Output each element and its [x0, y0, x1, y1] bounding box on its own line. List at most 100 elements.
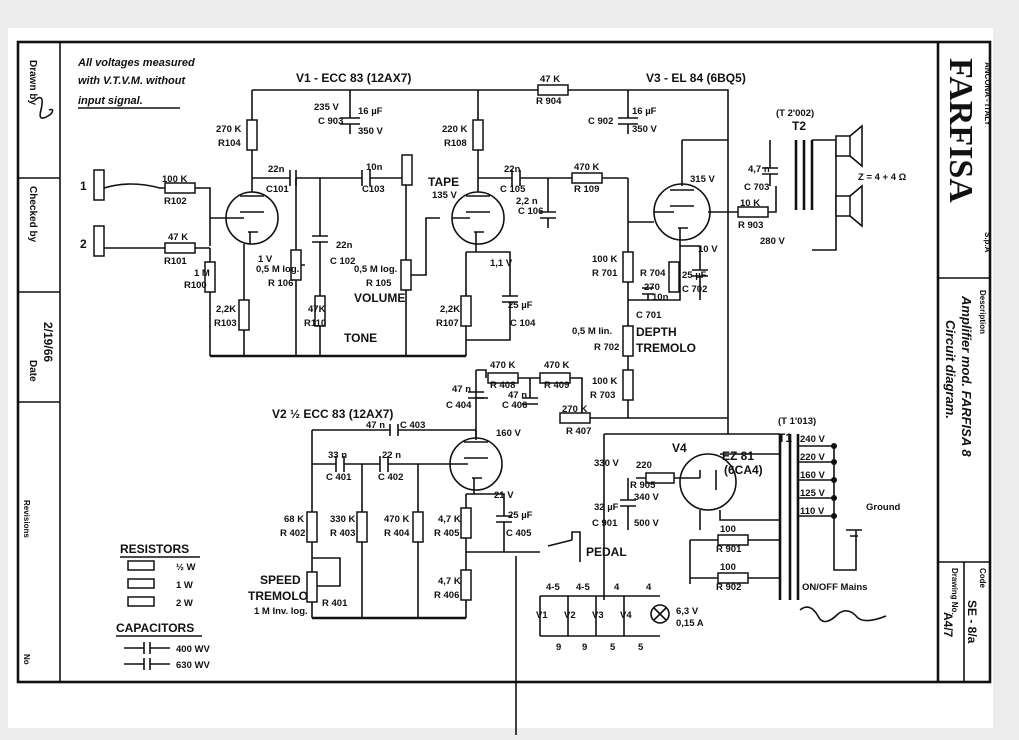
jack-input-2 — [93, 225, 105, 257]
label-r703-value: 100 K — [592, 376, 617, 387]
label-c902-rating: 350 V — [632, 124, 657, 135]
label-r703-ref: R 703 — [590, 390, 615, 401]
company-city: ANCONA - ITALY — [983, 62, 992, 126]
label-c703-value: 4,7 n — [748, 164, 770, 175]
label-c406-value: 47 n — [508, 390, 527, 401]
label-r101-ref: R101 — [164, 256, 187, 267]
label-t1: T1 — [778, 431, 792, 445]
legend-resistor-1-watt — [127, 578, 155, 589]
label-v2-cathode-volts: 21 V — [494, 490, 514, 501]
label-r903-volts: 280 V — [760, 236, 785, 247]
label-on-off-mains: ON/OFF Mains — [802, 582, 867, 593]
resistor-r100 — [204, 261, 216, 293]
label-c105-ref: C 105 — [500, 184, 526, 195]
resistor-r905 — [645, 472, 675, 484]
resistor-r107 — [460, 295, 472, 327]
label-c103-ref: C103 — [362, 184, 385, 195]
v2-title: V2 ½ ECC 83 (12AX7) — [272, 407, 393, 421]
label-r902-ref: R 902 — [716, 582, 741, 593]
label-c903-volts: 235 V — [314, 102, 339, 113]
label-r407-value: 270 K — [562, 404, 587, 415]
label-r100-value: 1 M — [194, 268, 210, 279]
label-r109-ref: R 109 — [574, 184, 599, 195]
label-tape: TAPE — [428, 175, 459, 189]
label-r405-value: 4,7 K — [438, 514, 461, 525]
label-c105-value: 22n — [504, 164, 521, 175]
transformer-t2 — [794, 140, 814, 210]
drawing-no: A4/7 — [941, 612, 955, 638]
description-line1: Amplifier mod. FARFISA 8 — [959, 295, 974, 457]
pilot-lamp — [650, 604, 670, 624]
resistor-r902 — [717, 572, 749, 584]
resistor-r103 — [238, 299, 250, 331]
label-c901-ref: C 901 — [592, 518, 618, 529]
note-line-3: input signal. — [78, 95, 143, 107]
tube-v4 — [679, 453, 737, 511]
label-tremolo-speed: TREMOLO — [248, 589, 308, 603]
v3-title: V3 - EL 84 (6BQ5) — [646, 71, 746, 85]
label-t2-part: (T 2'002) — [776, 108, 814, 119]
label-tone: TONE — [344, 331, 377, 345]
capacitor-c105 — [511, 170, 521, 186]
resistor-r402 — [306, 511, 318, 543]
label-r108-value: 220 K — [442, 124, 467, 135]
label-ez81: EZ 81 — [722, 449, 754, 463]
label-r903-ref: R 903 — [738, 220, 763, 231]
resistor-r408 — [487, 372, 519, 384]
resistor-r904 — [537, 84, 569, 96]
label-tap-125: 125 V — [800, 488, 825, 499]
label-volume: VOLUME — [354, 291, 405, 305]
label-t2: T2 — [792, 119, 806, 133]
resistor-r105-pot — [401, 154, 413, 186]
label-r110-ref: R110 — [304, 318, 326, 329]
label-c106-value: 2,2 n — [516, 196, 538, 207]
svg-text:Code: Code — [978, 568, 987, 589]
tap-selector — [798, 445, 857, 571]
svg-text:Drawn by: Drawn by — [27, 60, 38, 105]
label-heater-v3: V3 — [592, 610, 604, 621]
label-r105-ref: R 105 — [366, 278, 392, 289]
label-r104-ref: R104 — [218, 138, 241, 149]
label-heater-return-v1: 9 — [556, 642, 561, 653]
label-r403-ref: R 403 — [330, 528, 355, 539]
resistor-r110 — [314, 295, 326, 327]
resistor-r702 — [622, 325, 634, 357]
label-r902-value: 100 — [720, 562, 736, 573]
drawing-frame — [16, 40, 992, 684]
no-label: No — [22, 654, 31, 665]
label-tap-220: 220 V — [800, 452, 825, 463]
svg-text:S.p.A: S.p.A — [983, 232, 992, 253]
label-c701-value: 10n — [652, 292, 669, 303]
svg-text:Drawing No.: Drawing No. — [950, 568, 959, 615]
label-c406-ref: C 406 — [502, 400, 527, 411]
label-r106-value: 0,5 M log. — [256, 264, 299, 275]
label-c104-value: 25 µF — [508, 300, 533, 311]
label-r105-value: 0,5 M log. — [354, 264, 397, 275]
label-c402-value: 22 n — [382, 450, 401, 461]
label-heater-pin-v3: 4 — [614, 582, 620, 593]
label-r704-ref: R 704 — [640, 268, 666, 279]
label-v1b-cathode-volts: 1,1 V — [490, 258, 513, 269]
description-line2: Circuit diagram. — [943, 320, 958, 419]
date-label: Date — [27, 360, 38, 382]
label-v2-plate-volts: 160 V — [496, 428, 521, 439]
label-r904-ref: R 904 — [536, 96, 562, 107]
label-c701-ref: C 701 — [636, 310, 662, 321]
label-r107-ref: R107 — [436, 318, 459, 329]
label-c401-ref: C 401 — [326, 472, 352, 483]
jack-input-1 — [93, 169, 105, 201]
label-speed: SPEED — [260, 573, 301, 587]
label-r904-value: 47 K — [540, 74, 560, 85]
label-r107-value: 2,2K — [440, 304, 460, 315]
label-c404-value: 47 n — [452, 384, 471, 395]
legend-rating-half-watt: ½ W — [176, 562, 196, 573]
svg-text:FARFISA: FARFISA — [942, 58, 979, 203]
pedal-switch — [504, 531, 581, 562]
company-name: FARFISA — [942, 58, 979, 203]
label-r404-value: 470 K — [384, 514, 409, 525]
label-c702-ref: C 702 — [682, 284, 707, 295]
label-c901-value: 32 µF — [594, 502, 619, 513]
label-speaker-impedance: Z = 4 + 4 Ω — [858, 172, 907, 183]
input-2-label: 2 — [80, 237, 87, 251]
